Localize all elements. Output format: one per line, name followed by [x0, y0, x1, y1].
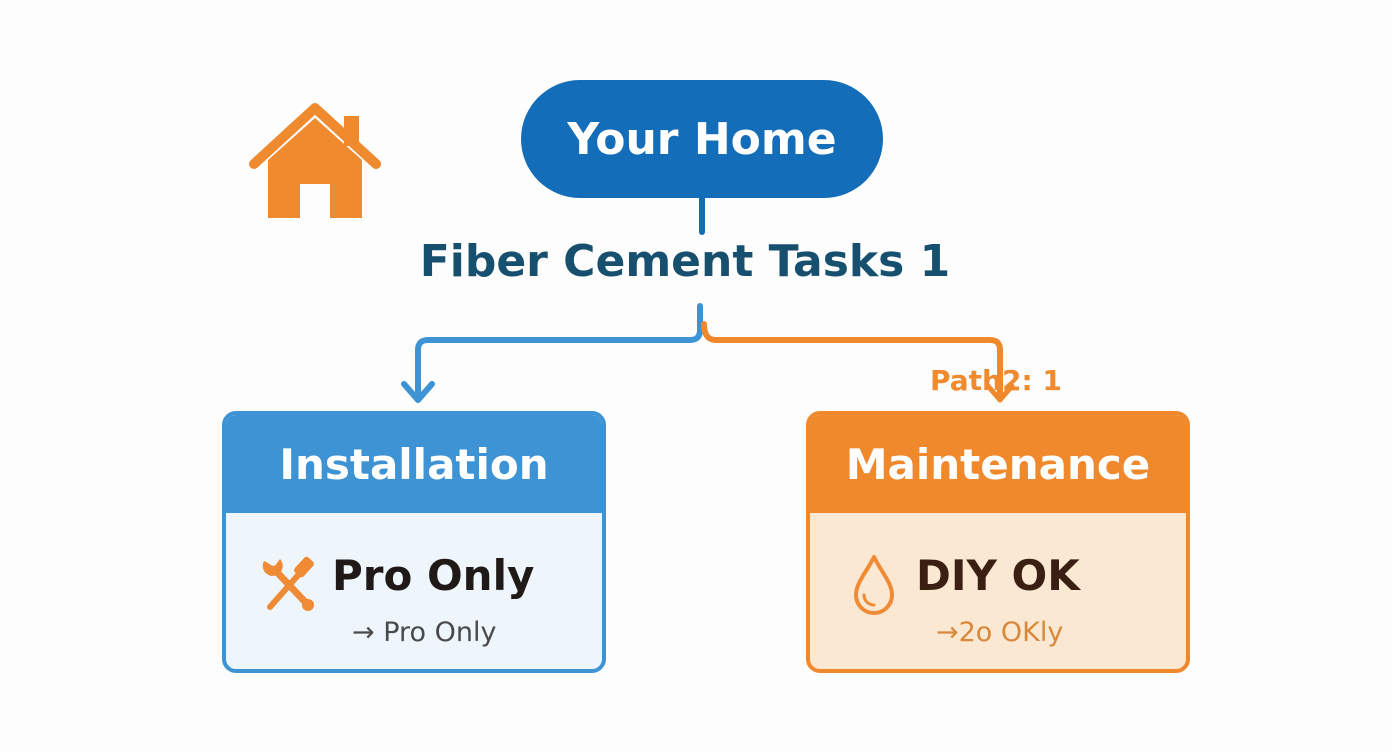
maintenance-card-main-text: DIY OK	[916, 551, 1080, 600]
installation-card-body: Pro Only → Pro Only	[226, 513, 602, 669]
right-branch-connector	[701, 321, 1003, 401]
root-node-your-home: Your Home	[521, 80, 883, 198]
house-icon	[249, 103, 381, 218]
path-label: Path2: 1	[930, 364, 1062, 397]
tools-icon	[262, 556, 314, 611]
maintenance-card-title: Maintenance	[845, 439, 1151, 489]
root-node-label: Your Home	[567, 113, 837, 165]
installation-card-title: Installation	[279, 439, 549, 489]
left-arrowhead	[401, 381, 435, 403]
maintenance-card: Maintenance DIY OK →2o OKly	[806, 411, 1190, 673]
water-drop-icon	[854, 555, 894, 615]
right-arrowhead	[985, 383, 1015, 403]
installation-card-header: Installation	[226, 415, 602, 513]
installation-card-main-text: Pro Only	[332, 551, 535, 600]
diagram-subtitle: Fiber Cement Tasks 1	[419, 236, 951, 287]
maintenance-card-body: DIY OK →2o OKly	[810, 513, 1186, 669]
installation-card-subtext: → Pro Only	[352, 617, 497, 648]
installation-card: Installation Pro Only → Pro Only	[222, 411, 606, 673]
maintenance-card-subtext: →2o OKly	[936, 617, 1064, 648]
maintenance-card-header: Maintenance	[810, 415, 1186, 513]
left-branch-connector	[415, 303, 703, 401]
